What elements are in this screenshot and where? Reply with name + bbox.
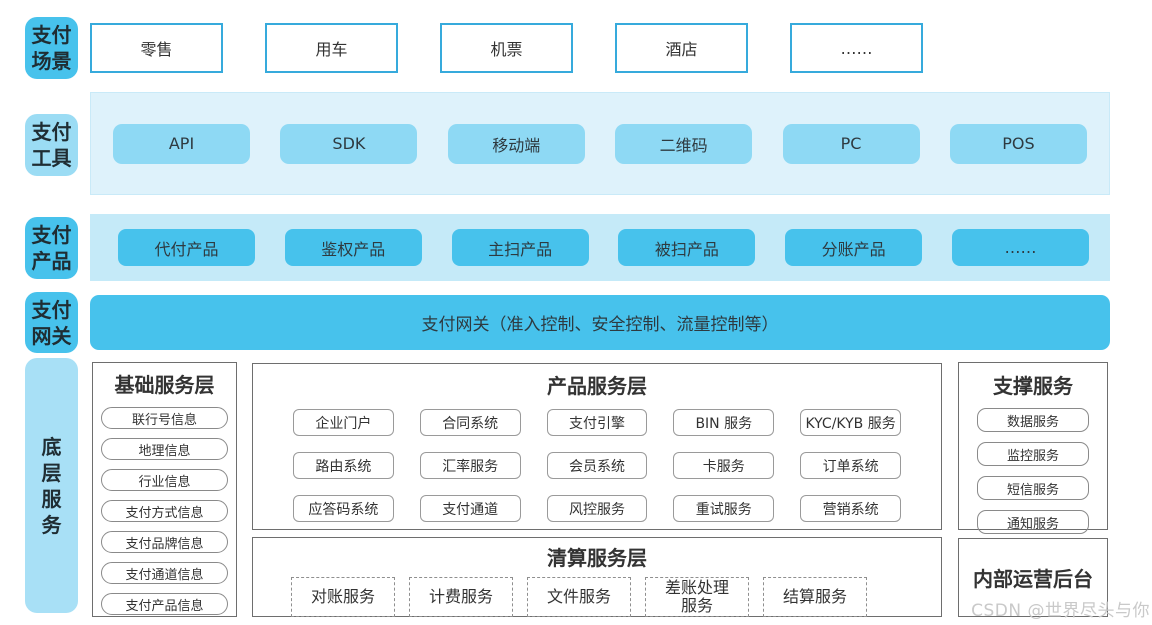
product-services-grid: 企业门户合同系统支付引擎 BIN 服务 KYC/KYB 服务路由系统汇率服务会员系统…	[253, 409, 941, 522]
support-service-chip: 监控服务	[977, 442, 1089, 466]
product-service-chip: 订单系统	[800, 452, 901, 479]
scenario-box: 机票	[440, 23, 573, 73]
support-service-chip: 短信服务	[977, 476, 1089, 500]
clearing-services-title: 清算服务层	[547, 546, 647, 570]
tool-chip: API	[113, 123, 250, 164]
product-service-chip: 支付通道	[419, 495, 521, 522]
product-service-chip: 风控服务	[546, 495, 648, 522]
base-services-title: 基础服务层	[114, 373, 215, 397]
scenario-box: 用车	[265, 23, 398, 73]
product-chip: 被扫产品	[618, 229, 756, 266]
base-service-chip: 支付产品信息	[101, 593, 228, 615]
product-services-panel: 产品服务层 企业门户合同系统支付引擎 BIN 服务 KYC/KYB 服务路由系统汇率…	[252, 363, 942, 530]
clearing-service-chip: 计费服务	[409, 577, 513, 617]
support-services-title: 支撑服务	[993, 374, 1073, 398]
clearing-service-chip: 文件服务	[527, 577, 631, 617]
product-service-chip: BIN 服务	[673, 409, 775, 436]
support-services-panel: 支撑服务 数据服务监控服务短信服务通知服务	[958, 362, 1108, 534]
tool-chip: POS	[949, 123, 1087, 164]
product-chip: 代付产品	[118, 229, 255, 266]
product-chip: 分账产品	[785, 229, 923, 266]
support-services-list: 数据服务监控服务短信服务通知服务	[959, 408, 1107, 534]
product-service-chip: 汇率服务	[419, 452, 521, 479]
scenario-box: ……	[790, 23, 923, 73]
base-services-list: 联行号信息地理信息行业信息支付方式信息支付品牌信息支付通道信息支付产品信息	[93, 407, 236, 615]
product-service-chip: 营销系统	[800, 495, 901, 522]
product-service-chip: 卡服务	[673, 452, 775, 479]
row-label-payment-products: 支付 产品	[25, 217, 78, 279]
tool-chip: PC	[782, 123, 920, 164]
clearing-services-list: 对账服务计费服务文件服务差账处理 服务结算服务	[253, 577, 941, 617]
product-service-chip: 路由系统	[293, 452, 394, 479]
product-service-chip: 企业门户	[293, 409, 394, 436]
base-services-panel: 基础服务层 联行号信息地理信息行业信息支付方式信息支付品牌信息支付通道信息支付产…	[92, 362, 237, 617]
internal-ops-panel: 内部运营后台	[958, 538, 1108, 617]
product-service-chip: 重试服务	[673, 495, 775, 522]
row-label-payment-scenarios: 支付 场景	[25, 17, 78, 79]
gateway-bar: 支付网关（准入控制、安全控制、流量控制等）	[90, 295, 1110, 350]
base-service-chip: 支付通道信息	[101, 562, 228, 584]
product-service-chip: 会员系统	[546, 452, 648, 479]
product-chip: 鉴权产品	[284, 229, 422, 266]
support-service-chip: 数据服务	[977, 408, 1089, 432]
base-service-chip: 支付方式信息	[101, 500, 228, 522]
base-service-chip: 支付品牌信息	[101, 531, 228, 553]
product-service-chip: 应答码系统	[293, 495, 394, 522]
csdn-watermark: CSDN @世界尽头与你	[971, 601, 1150, 621]
scenario-box-list: 零售用车机票酒店 ……	[90, 23, 923, 73]
product-chip-list: 代付产品鉴权产品主扫产品被扫产品分账产品 ……	[90, 214, 1110, 281]
product-chip: ……	[951, 229, 1089, 266]
scenario-box: 酒店	[615, 23, 748, 73]
clearing-service-chip: 对账服务	[291, 577, 395, 617]
clearing-service-chip: 结算服务	[763, 577, 867, 617]
product-service-chip: 支付引擎	[546, 409, 648, 436]
product-services-title: 产品服务层	[547, 374, 647, 398]
row-label-payment-gateway: 支付 网关	[25, 292, 78, 353]
product-service-chip: KYC/KYB 服务	[800, 409, 901, 436]
tool-chip: SDK	[280, 123, 418, 164]
support-service-chip: 通知服务	[977, 510, 1089, 534]
tool-chip: 二维码	[615, 123, 753, 164]
base-service-chip: 联行号信息	[101, 407, 228, 429]
product-service-chip: 合同系统	[419, 409, 521, 436]
clearing-service-chip: 差账处理 服务	[645, 577, 749, 617]
clearing-services-panel: 清算服务层 对账服务计费服务文件服务差账处理 服务结算服务	[252, 537, 942, 617]
product-chip: 主扫产品	[451, 229, 589, 266]
tool-chip: 移动端	[447, 123, 585, 164]
row-label-payment-tools: 支付 工具	[25, 114, 78, 176]
base-service-chip: 行业信息	[101, 469, 228, 491]
row-label-underlying-services: 底 层 服 务	[25, 358, 78, 613]
scenario-box: 零售	[90, 23, 223, 73]
base-service-chip: 地理信息	[101, 438, 228, 460]
tool-chip-list: API SDK 移动端二维码 PC POS	[90, 92, 1110, 195]
